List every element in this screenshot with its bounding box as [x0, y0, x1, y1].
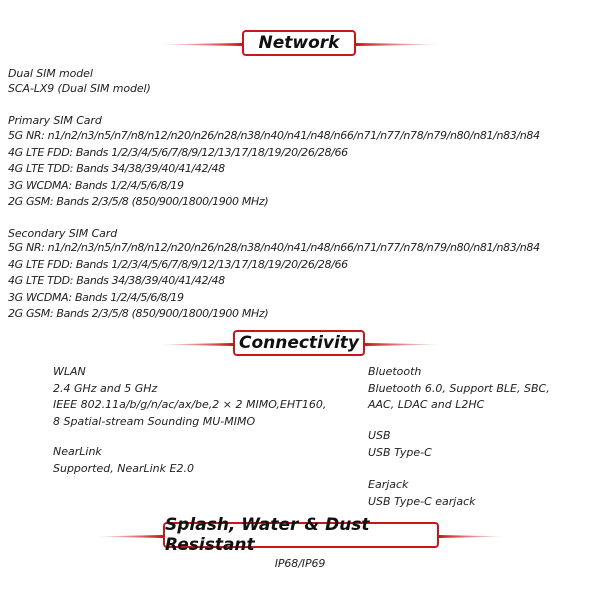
earjack-title: Earjack: [368, 478, 409, 491]
heading-divider-left: [160, 43, 242, 46]
secondary-sim-bands: 5G NR: n1/n2/n3/n5/n7/n8/n12/n20/n26/n28…: [8, 240, 540, 323]
ip-rating: IP68/IP69: [274, 557, 326, 570]
nearlink-value: Supported, NearLink E2.0: [53, 461, 194, 475]
network-title: Network: [242, 30, 356, 56]
secondary-sim-title: Secondary SIM Card: [8, 227, 118, 240]
network-heading: Network: [0, 30, 600, 60]
band-line: 4G LTE TDD: Bands 34/38/39/40/41/42/48: [8, 274, 225, 287]
wlan-line: IEEE 802.11a/b/g/n/ac/ax/be,2 × 2 MIMO,E…: [53, 398, 327, 411]
band-line: 3G WCDMA: Bands 1/2/4/5/6/8/19: [8, 290, 184, 304]
band-line: 4G LTE FDD: Bands 1/2/3/4/5/6/7/8/9/12/1…: [8, 257, 348, 271]
band-line: 4G LTE TDD: Bands 34/38/39/40/41/42/48: [8, 162, 225, 175]
model-value: SCA-LX9 (Dual SIM model): [8, 82, 151, 95]
bluetooth-title: Bluetooth: [368, 365, 422, 378]
heading-divider-right: [365, 343, 440, 346]
wlan-line: 2.4 GHz and 5 GHz: [53, 381, 158, 395]
bluetooth-line: AAC, LDAC and L2HC: [368, 398, 485, 411]
bluetooth-line: Bluetooth 6.0, Support BLE, SBC,: [368, 381, 550, 395]
heading-divider-left: [160, 343, 233, 346]
band-line: 4G LTE FDD: Bands 1/2/3/4/5/6/7/8/9/12/1…: [8, 145, 348, 159]
band-line: 2G GSM: Bands 2/3/5/8 (850/900/1800/1900…: [8, 195, 269, 208]
heading-divider-left: [96, 535, 163, 538]
usb-value: USB Type-C: [368, 445, 432, 459]
band-line: 2G GSM: Bands 2/3/5/8 (850/900/1800/1900…: [8, 307, 269, 320]
band-line: 5G NR: n1/n2/n3/n5/n7/n8/n12/n20/n26/n28…: [8, 129, 540, 142]
nearlink-title: NearLink: [53, 445, 102, 458]
connectivity-title: Connectivity: [233, 330, 365, 356]
usb-section: USB USB Type-C: [368, 428, 432, 461]
usb-title: USB: [368, 429, 391, 442]
band-line: 3G WCDMA: Bands 1/2/4/5/6/8/19: [8, 178, 184, 192]
wlan-line: 8 Spatial-stream Sounding MU-MIMO: [53, 414, 256, 428]
earjack-section: Earjack USB Type-C earjack: [368, 477, 476, 510]
earjack-value: USB Type-C earjack: [368, 494, 476, 508]
connectivity-heading: Connectivity: [0, 330, 600, 360]
model-label: Dual SIM model: [8, 67, 93, 80]
primary-sim-title: Primary SIM Card: [8, 114, 102, 127]
heading-divider-right: [439, 535, 504, 538]
wlan-section: WLAN 2.4 GHz and 5 GHz IEEE 802.11a/b/g/…: [53, 364, 326, 430]
wlan-title: WLAN: [53, 365, 86, 378]
resistance-title: Splash, Water & Dust Resistant: [163, 515, 439, 555]
nearlink-section: NearLink Supported, NearLink E2.0: [53, 444, 194, 477]
resistance-heading: Splash, Water & Dust Resistant: [0, 515, 600, 555]
heading-divider-right: [356, 43, 440, 46]
bluetooth-section: Bluetooth Bluetooth 6.0, Support BLE, SB…: [368, 364, 550, 414]
primary-sim-bands: 5G NR: n1/n2/n3/n5/n7/n8/n12/n20/n26/n28…: [8, 128, 540, 211]
band-line: 5G NR: n1/n2/n3/n5/n7/n8/n12/n20/n26/n28…: [8, 241, 540, 254]
